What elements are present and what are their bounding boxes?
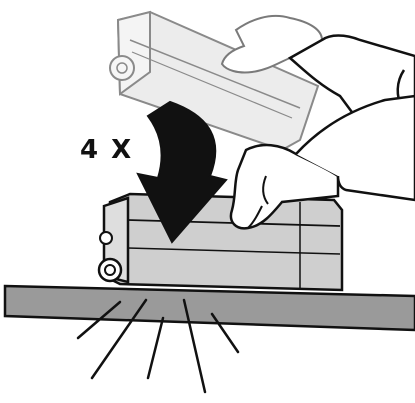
toner-cartridge bbox=[99, 194, 342, 290]
table-surface bbox=[5, 286, 415, 330]
repeat-count-label: 4 X bbox=[80, 137, 133, 163]
